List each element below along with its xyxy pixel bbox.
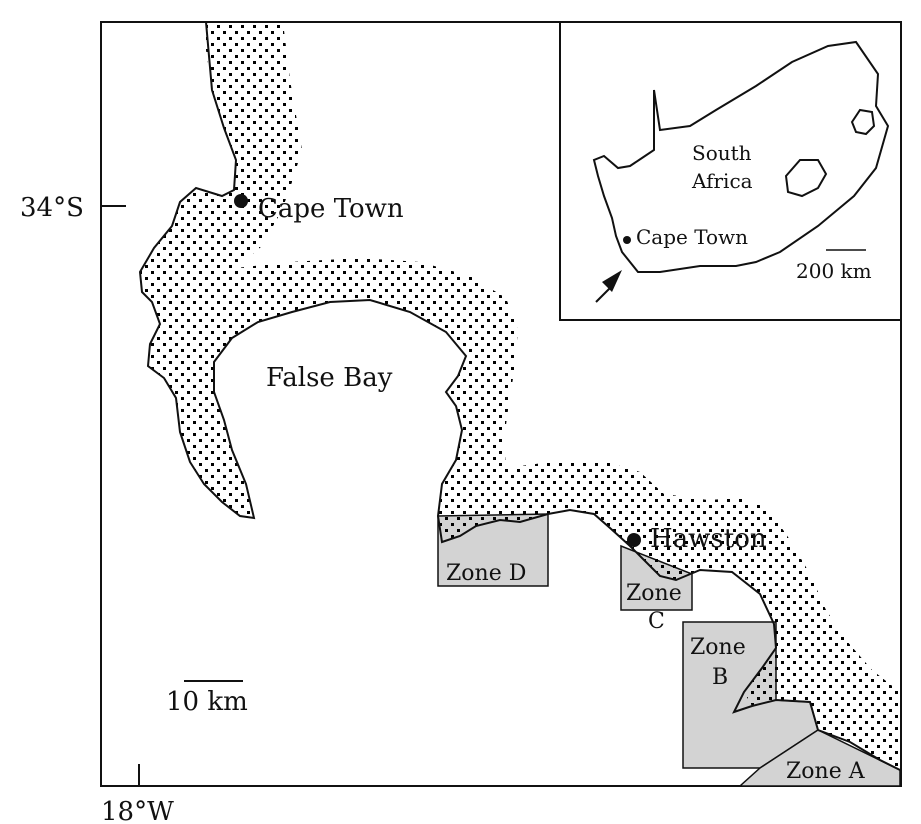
- zone-b-label-line1: Zone: [690, 635, 746, 660]
- coastal-strip: [138, 21, 901, 771]
- inset-country-label-line1: South: [692, 141, 752, 165]
- inset-cape-town-label: Cape Town: [636, 225, 748, 249]
- lesotho-outline: [784, 159, 828, 198]
- south-africa-outline: [592, 40, 890, 273]
- hawston-label: Hawston: [650, 524, 767, 554]
- zone-d-label: Zone D: [446, 561, 526, 586]
- inset-scale-label: 200 km: [796, 259, 872, 283]
- hawston-marker: [627, 533, 641, 547]
- zone-b-label-line2: B: [712, 665, 728, 690]
- coastal-strip-shape: [140, 22, 900, 770]
- map-frame: [100, 21, 902, 787]
- zone-a-area: [738, 729, 901, 787]
- zone-c-label-line1: Zone: [626, 581, 682, 606]
- latitude-label: 34°S: [20, 193, 84, 223]
- inset-arrow: [595, 270, 622, 303]
- false-bay-label: False Bay: [266, 363, 393, 393]
- inset-map: South Africa Cape Town 200 km: [559, 21, 902, 321]
- scale-label: 10 km: [166, 687, 248, 717]
- eswatini-outline: [850, 108, 876, 136]
- inset-country-label-line2: Africa: [691, 169, 753, 193]
- cape-town-marker: [234, 194, 248, 208]
- cape-town-label: Cape Town: [258, 194, 404, 224]
- zone-a-label: Zone A: [786, 759, 866, 784]
- coastline: [138, 21, 901, 771]
- inset-cape-town-marker: [623, 236, 631, 244]
- longitude-label: 18°W: [101, 797, 174, 824]
- zone-c-label-line2: C: [648, 609, 665, 634]
